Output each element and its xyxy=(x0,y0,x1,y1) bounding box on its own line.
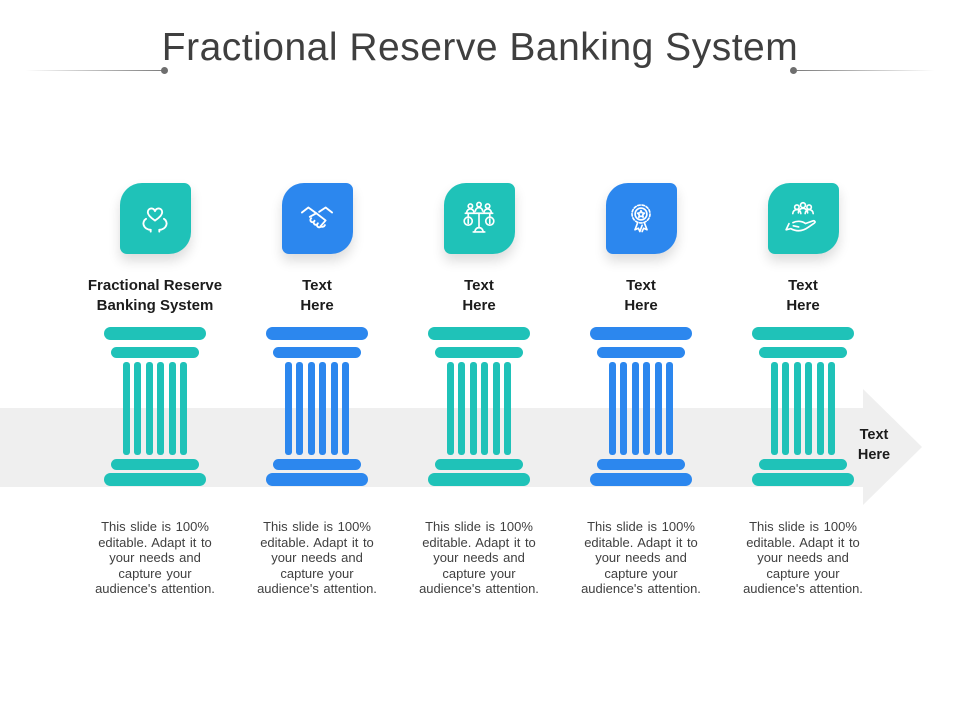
title-divider-dot-right xyxy=(790,67,797,74)
pillar-capital-top xyxy=(590,327,692,340)
pillar-graphic xyxy=(428,327,530,486)
pillar-graphic xyxy=(590,327,692,486)
column-description: This slide is 100% editable. Adapt it to… xyxy=(581,519,701,597)
arrow-label-line2: Here xyxy=(857,447,891,463)
pillar-graphic xyxy=(266,327,368,486)
column-label: Text Here xyxy=(624,277,658,314)
page-title: Fractional Reserve Banking System xyxy=(161,26,799,69)
column-label: Text Here xyxy=(462,277,496,314)
pillar-flutes xyxy=(447,362,511,455)
pillar-column-2: Text Here This slide is 100% editable. A… xyxy=(236,183,398,597)
column-label: Fractional Reserve Banking System xyxy=(87,277,223,314)
people-balance-scale-icon xyxy=(443,183,515,254)
pillar-base xyxy=(597,459,685,470)
pillar-column-4: Text Here This slide is 100% editable. A… xyxy=(560,183,722,597)
pillar-flutes xyxy=(123,362,187,455)
pillar-base xyxy=(435,459,523,470)
pillar-capital-top xyxy=(428,327,530,340)
process-arrow-head xyxy=(863,389,922,505)
pillar-base xyxy=(273,459,361,470)
pillar-capital xyxy=(759,347,847,358)
hands-holding-heart-icon xyxy=(119,183,191,254)
pillar-capital xyxy=(435,347,523,358)
pillar-base xyxy=(111,459,199,470)
column-description: This slide is 100% editable. Adapt it to… xyxy=(419,519,539,597)
pillar-base xyxy=(759,459,847,470)
handshake-icon xyxy=(281,183,353,254)
pillar-capital xyxy=(273,347,361,358)
pillar-capital-top xyxy=(752,327,854,340)
arrow-text-placeholder: Text Here xyxy=(838,425,910,465)
arrow-label-line1: Text xyxy=(859,427,889,443)
column-description: This slide is 100% editable. Adapt it to… xyxy=(257,519,377,597)
pillar-flutes xyxy=(285,362,349,455)
pillar-columns: Fractional Reserve Banking System This s… xyxy=(74,183,884,597)
pillar-capital xyxy=(111,347,199,358)
pillar-column-5: Text Here This slide is 100% editable. A… xyxy=(722,183,884,597)
pillar-capital-top xyxy=(266,327,368,340)
pillar-capital xyxy=(597,347,685,358)
column-description: This slide is 100% editable. Adapt it to… xyxy=(743,519,863,597)
column-label: Text Here xyxy=(300,277,334,314)
title-divider-line-left xyxy=(25,70,163,72)
pillar-column-3: Text Here This slide is 100% editable. A… xyxy=(398,183,560,597)
pillar-base-bottom xyxy=(590,473,692,486)
column-description: This slide is 100% editable. Adapt it to… xyxy=(95,519,215,597)
pillar-base-bottom xyxy=(428,473,530,486)
pillar-graphic xyxy=(752,327,854,486)
team-on-hand-icon xyxy=(767,183,839,254)
pillar-graphic xyxy=(104,327,206,486)
award-ribbon-icon xyxy=(605,183,677,254)
column-label: Text Here xyxy=(786,277,820,314)
pillar-column-1: Fractional Reserve Banking System This s… xyxy=(74,183,236,597)
pillar-base-bottom xyxy=(752,473,854,486)
title-divider-dot-left xyxy=(161,67,168,74)
title-divider-line-right xyxy=(797,70,935,72)
pillar-flutes xyxy=(609,362,673,455)
pillar-flutes xyxy=(771,362,835,455)
pillar-base-bottom xyxy=(266,473,368,486)
pillar-capital-top xyxy=(104,327,206,340)
pillar-base-bottom xyxy=(104,473,206,486)
